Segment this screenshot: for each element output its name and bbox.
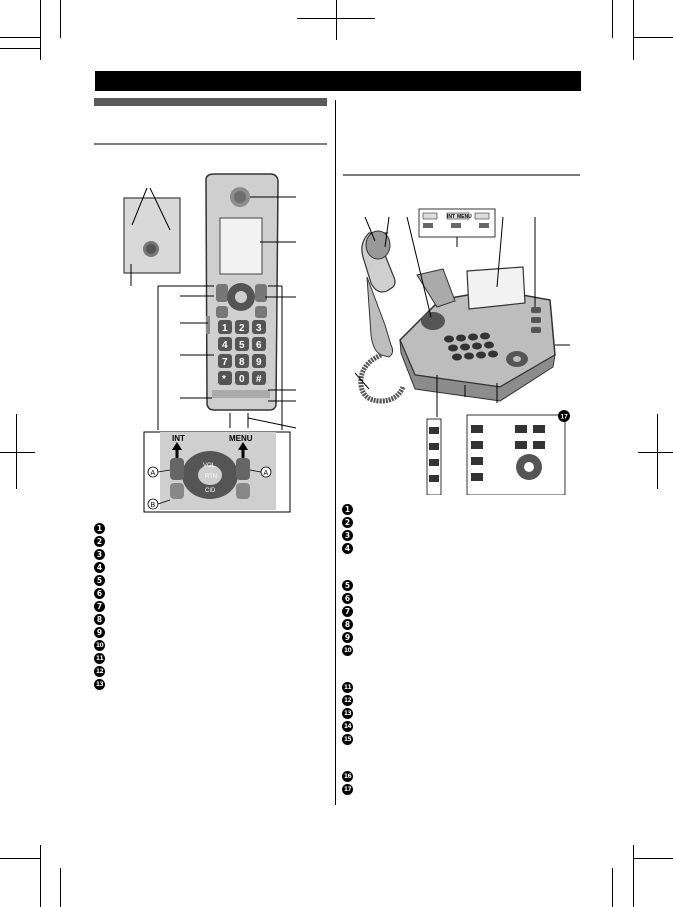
handset-key-label: # [256, 374, 262, 385]
base-key [448, 344, 458, 352]
legend-number-badge: 14 [342, 721, 353, 732]
base-corded-handset [358, 230, 406, 404]
handset-key-label: 2 [239, 323, 245, 334]
handset-key-label: 6 [256, 340, 262, 351]
handset-key [218, 320, 232, 334]
handset-key-label: 8 [239, 357, 245, 368]
legend-number-badge: 9 [342, 632, 353, 643]
handset-inset-magnified: INT MENU VOL. RTN CID A A B [143, 431, 291, 513]
legend-number-badge: 10 [94, 640, 105, 651]
legend-number-badge: 13 [94, 679, 105, 690]
legend-number-badge: 11 [94, 653, 105, 664]
legend-number-badge: 1 [342, 504, 353, 515]
base-key [468, 333, 478, 341]
handset-key [235, 354, 249, 368]
handset-key [235, 371, 249, 385]
legend-number-badge: 3 [342, 530, 353, 541]
handset-key-label: 3 [256, 323, 262, 334]
column-divider [335, 100, 336, 805]
handset-key-label: 9 [256, 357, 262, 368]
base-key [488, 350, 498, 358]
legend-number-badge: 15 [342, 734, 353, 745]
base-key [452, 353, 462, 361]
handset-key [218, 337, 232, 351]
base-body [399, 266, 556, 402]
base-unit-illustration: INT MENU 17 [354, 208, 570, 495]
handset-back-inset [123, 187, 181, 286]
base-key [480, 332, 490, 340]
handset-key-label: 0 [239, 374, 245, 385]
section-heading-bar [94, 98, 327, 106]
header-bar [95, 71, 581, 91]
base-top-menu-label: MENU [457, 214, 472, 220]
legend-number-badge: 4 [94, 562, 105, 573]
legend-number-badge: 2 [94, 536, 105, 547]
legend-number-badge: 5 [94, 575, 105, 586]
inset-vol-label: VOL. [203, 463, 217, 469]
legend-number-badge: 1 [94, 523, 105, 534]
inset-cid-label: CID [205, 488, 216, 494]
legend-number-badge: 5 [342, 580, 353, 591]
handset-key [252, 371, 266, 385]
legend-number-badge: 13 [342, 708, 353, 719]
base-leader-lines [354, 216, 570, 417]
base-key [460, 343, 470, 351]
base-key [464, 352, 474, 360]
inset-int-label: INT [172, 434, 185, 443]
legend-number-badge: 3 [94, 549, 105, 560]
inset-rtn-label: RTN [205, 474, 217, 480]
handset-key-label: * [222, 374, 226, 385]
handset-leader-lines [157, 196, 297, 430]
base-key [472, 342, 482, 350]
handset-key [235, 320, 249, 334]
legend-number-badge: 6 [342, 593, 353, 604]
base-keypad [444, 332, 498, 361]
handset-key [252, 354, 266, 368]
legend-number-badge: 8 [94, 614, 105, 625]
base-top-buttons-box: INT MENU [418, 208, 496, 238]
legend-number-badge: 2 [342, 517, 353, 528]
callout-a-right: A [264, 470, 269, 477]
handset-key [235, 337, 249, 351]
handset-key [218, 371, 232, 385]
legend-number-badge: 6 [94, 588, 105, 599]
handset-key [252, 320, 266, 334]
handset-key [218, 354, 232, 368]
base-callout-17: 17 [561, 414, 569, 421]
handset-key [252, 337, 266, 351]
base-key [456, 334, 466, 342]
callout-a-left: A [151, 470, 156, 477]
handset-key-label: 5 [239, 340, 245, 351]
legend-number-badge: 8 [342, 619, 353, 630]
subsection-rule-handset [94, 143, 327, 145]
handset-key-label: 7 [222, 357, 228, 368]
handset-key-label: 1 [222, 323, 228, 334]
base-magnified-panel: 17 [466, 410, 570, 495]
subsection-rule-base [343, 174, 580, 176]
legend-number-badge: 16 [342, 771, 353, 782]
base-top-int-label: INT [447, 214, 455, 220]
legend-number-badge: 7 [94, 601, 105, 612]
inset-menu-label: MENU [229, 434, 253, 443]
legend-number-badge: 17 [342, 784, 353, 795]
legend-number-badge: 9 [94, 627, 105, 638]
base-key [444, 335, 454, 343]
legend-number-badge: 10 [342, 645, 353, 656]
legend-number-badge: 4 [342, 543, 353, 554]
legend-number-badge: 7 [342, 606, 353, 617]
legend-number-badge: 12 [94, 666, 105, 677]
callout-b: B [151, 502, 156, 509]
base-key [484, 341, 494, 349]
handset-key-label: 4 [222, 340, 228, 351]
base-side-key-strip [426, 418, 442, 495]
legend-number-badge: 12 [342, 695, 353, 706]
legend-number-badge: 11 [342, 682, 353, 693]
base-key [476, 351, 486, 359]
